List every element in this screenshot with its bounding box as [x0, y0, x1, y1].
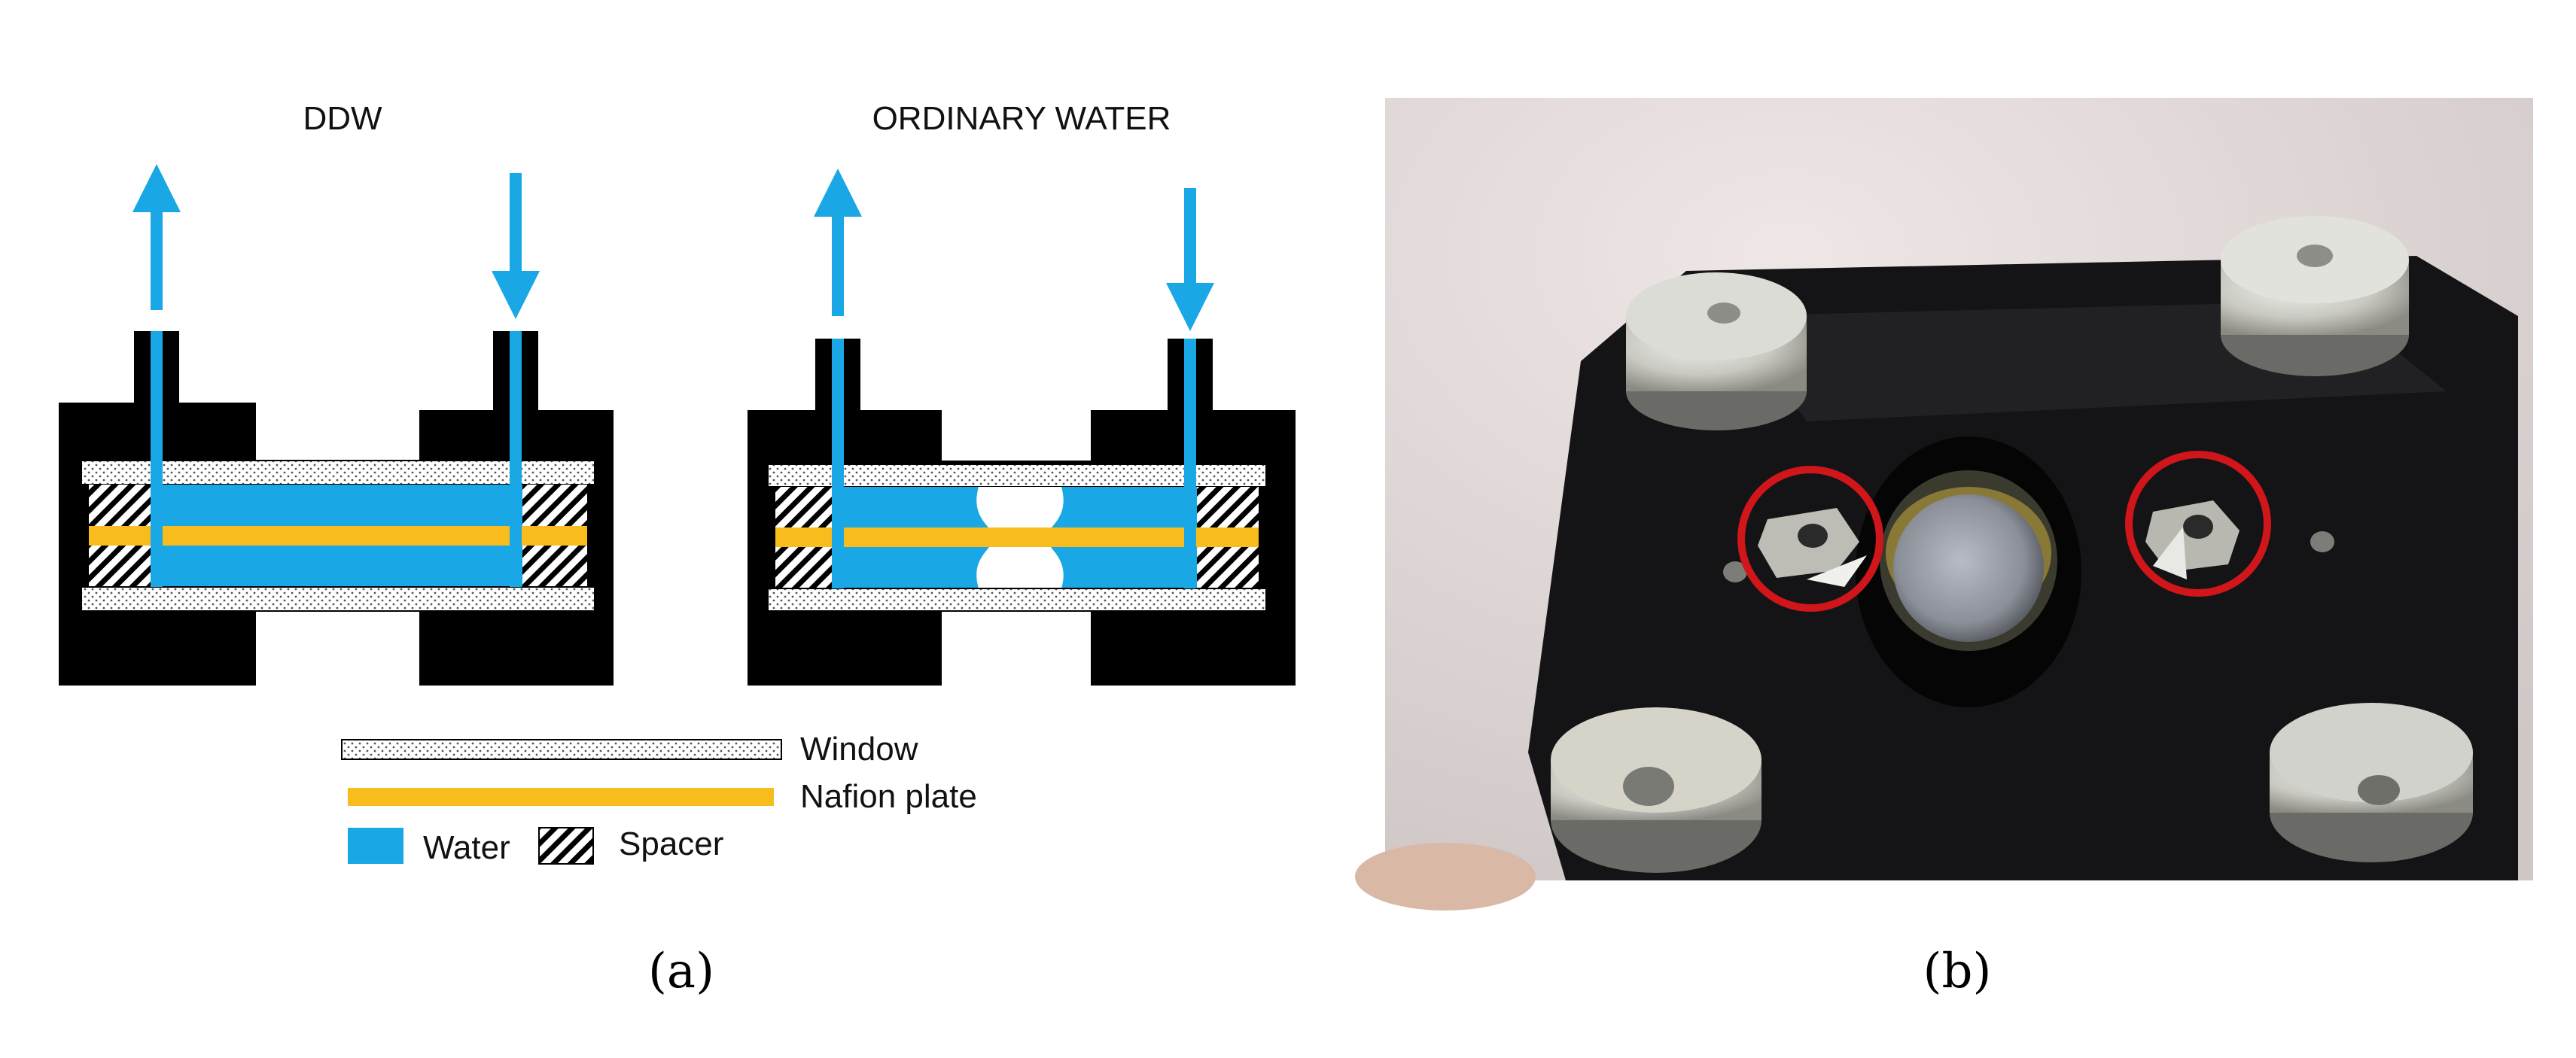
legend-nafion-label: Nafion plate — [800, 778, 977, 815]
cell-photo — [1355, 98, 2533, 911]
panel-b: (b) — [1355, 98, 2533, 999]
cell-right-title: ORDINARY WATER — [872, 100, 1171, 137]
legend: Window Nafion plate Water Spacer — [341, 731, 977, 866]
legend-water-label: Water — [423, 829, 510, 866]
legend-nafion-swatch — [348, 788, 774, 806]
left-cell-window-top — [81, 460, 595, 485]
legend-spacer-label: Spacer — [619, 825, 723, 862]
caption-a: (a) — [648, 944, 714, 999]
finger-shadow — [1355, 843, 1536, 911]
knob-top-right — [2221, 216, 2409, 376]
ddw-cell — [59, 164, 614, 686]
knob-top-left — [1626, 272, 1807, 430]
caption-b: (b) — [1923, 944, 1992, 999]
right-cell-window-top — [767, 464, 1267, 488]
screw-hole-right — [2310, 531, 2334, 552]
legend-spacer-swatch — [538, 827, 594, 865]
legend-window-swatch — [341, 739, 782, 760]
port-fitting-right — [2145, 500, 2240, 579]
central-window — [1856, 436, 2081, 707]
screw-hole-left — [1723, 561, 1747, 582]
legend-window-label: Window — [800, 731, 918, 768]
panel-a: DDW ORDINARY WATER — [59, 100, 1296, 999]
highlight-circle-right — [2125, 451, 2271, 597]
cell-left-title: DDW — [303, 100, 382, 137]
right-cell-nafion — [775, 527, 1259, 547]
legend-water-swatch — [348, 828, 403, 864]
highlight-circle-left — [1737, 466, 1883, 612]
port-fitting-left — [1758, 508, 1867, 587]
ordinary-water-cell — [748, 169, 1296, 686]
knob-bottom-left — [1551, 707, 1761, 873]
left-cell-nafion — [89, 526, 587, 546]
right-cell-window-bottom — [767, 588, 1267, 612]
left-cell-window-bottom — [81, 586, 595, 612]
knob-bottom-right — [2270, 703, 2473, 862]
